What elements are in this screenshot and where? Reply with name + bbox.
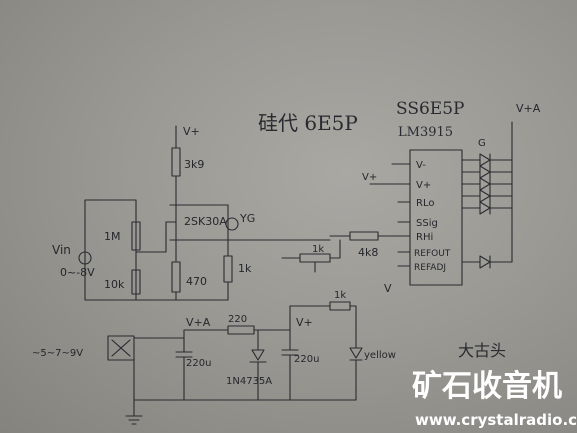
yellow-led [349,347,363,361]
ground-symbol [125,399,143,425]
psu-top-wire [289,305,331,331]
zener-diode [249,329,267,381]
resistor-220 [227,325,255,335]
pin-refout-label: REFOUT [414,249,451,259]
vin-source [78,251,92,265]
author-signature: 大古头 [458,341,506,360]
cap1-wires [175,337,193,373]
watermark-site-name: 矿石收音机 [412,369,562,404]
led-1 [461,153,513,167]
resistor-1m-label: 1M [104,230,121,243]
resistor-4k8 [349,231,379,241]
bridge-rectifier [107,335,135,361]
cap2-label: 220u [294,354,319,365]
led-3 [461,177,513,191]
resistor-10k-label: 10k [104,278,125,291]
zener-label: 1N4735A [226,376,272,387]
resistor-1k-label: 1k [238,262,252,275]
yg-indicator [225,217,239,231]
led-4 [461,189,513,203]
pot-10k-label: 1k [312,244,324,255]
cap2-wires [281,329,299,373]
vplus-a-psu-label: V+A [186,316,211,329]
jfet-label: 2SK30A [184,215,227,228]
bridge-x [111,339,131,357]
resistor-1k-psu [329,301,351,311]
ac-in-label: ~5~7~9V [32,348,83,359]
vplus-top-label: V+ [183,125,200,138]
chip-part-label: LM3915 [398,125,453,140]
psu-right-wire [349,305,357,349]
pin-rhi-label: RHi [416,232,433,243]
resistor-1m [131,221,141,251]
resistor-1k-psu-label: 1k [334,290,346,301]
yellow-led-label: yellow [364,350,396,361]
cap1-label: 220u [186,358,211,369]
resistor-470-label: 470 [186,275,207,288]
g-label: G [478,138,486,149]
wire-to-1k [175,239,229,257]
pin-refadj-label: REFADJ [414,263,446,273]
led-6 [461,255,513,269]
title-text: 硅代 6E5P [258,111,358,135]
led-2 [461,165,513,179]
vplus-chip-label: V+ [362,172,377,183]
led-5 [461,201,513,215]
potentiometer-10k [299,253,331,263]
wire-left-to-jfet [135,221,167,253]
vin-range-label: 0~-8V [60,266,95,279]
v-lower-label: V [384,282,392,295]
pin-sig-label: SSig [416,218,438,229]
pin-rlo-label: RLo [416,198,434,209]
vin-label: Vin [52,243,71,257]
resistor-3k9-label: 3k9 [184,158,204,171]
chip-left-pins [389,163,411,267]
resistor-1k [223,255,233,283]
vplus-a-top-label: V+A [516,102,541,115]
pot-wires [281,239,341,273]
psu-main-wire [133,329,229,339]
jfet-2sk30a [165,204,183,241]
resistor-4k8-label: 4k8 [358,246,378,259]
chip-name-label: SS6E5P [396,99,464,119]
resistor-10k [131,269,141,295]
pin-vminus-label: V- [416,160,426,171]
yg-label: YG [239,212,255,225]
pin-vplus-label: V+ [416,180,431,191]
led-array [461,153,513,269]
resistor-220-label: 220 [228,314,247,325]
resistor-3k9 [171,147,181,177]
lm3915-chip [409,149,463,286]
vplus-psu-label: V+ [296,316,313,329]
resistor-470 [171,261,181,293]
watermark-url: www.crystalradio.cn [415,411,577,429]
